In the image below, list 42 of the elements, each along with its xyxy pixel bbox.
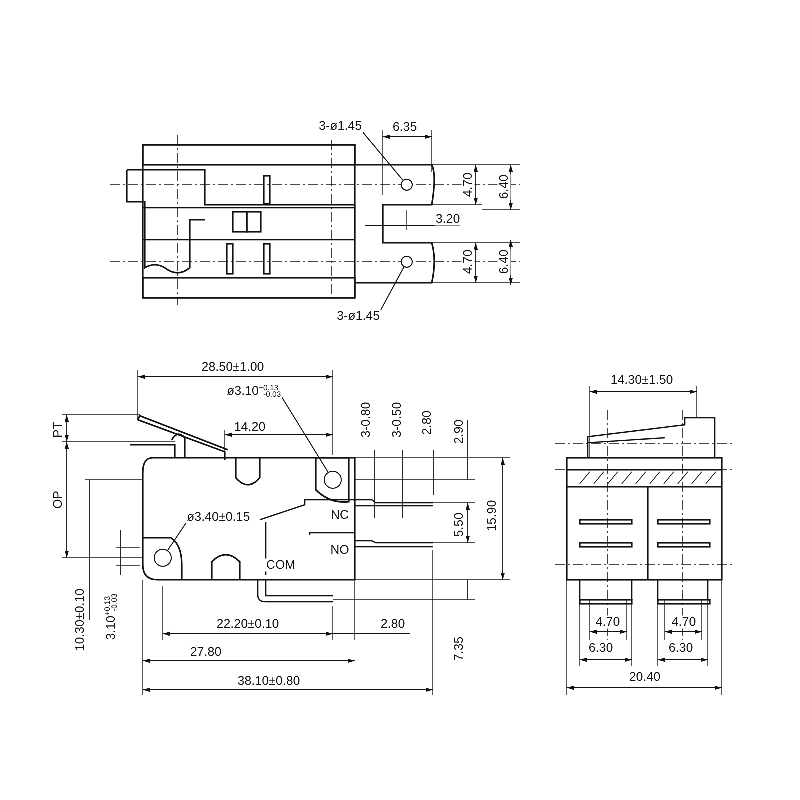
leader-line bbox=[380, 266, 405, 310]
dimension-label: 3-0.80 bbox=[360, 401, 372, 439]
dimension-label: 6.40 bbox=[498, 174, 510, 200]
dimension-label: 6.30 bbox=[668, 642, 694, 654]
terminal-label: NO bbox=[330, 544, 350, 556]
dimension-label: 6.35 bbox=[392, 120, 418, 134]
mounting-hole bbox=[401, 256, 413, 268]
dimension-label: 22.20±0.10 bbox=[216, 618, 280, 630]
dimension-label: PT bbox=[52, 421, 64, 439]
leader-line bbox=[362, 132, 404, 181]
dimension-label: 6.30 bbox=[588, 642, 614, 654]
mounting-hole bbox=[154, 549, 172, 567]
mounting-hole bbox=[401, 179, 413, 191]
dimension-label: 28.50±1.00 bbox=[200, 360, 266, 374]
dimension-label: 7.35 bbox=[452, 636, 466, 662]
dimension-label: 10.30±0.10 bbox=[74, 588, 86, 652]
dimension-label: 15.90 bbox=[486, 499, 498, 533]
dimension-label: 5.50 bbox=[452, 512, 466, 538]
callout-text: 3-ø1.45 bbox=[318, 120, 364, 132]
leader-line bbox=[168, 523, 186, 551]
dimension-label: 4.70 bbox=[462, 248, 474, 276]
dimension-label: 14.30±1.50 bbox=[610, 374, 674, 386]
dimension-label: 2.80 bbox=[420, 410, 434, 436]
dimension-label: 27.80 bbox=[189, 646, 223, 658]
dimension-label: OP bbox=[52, 490, 64, 510]
dimension-label: 20.40 bbox=[628, 670, 662, 684]
dimension-label: 4.70 bbox=[594, 616, 622, 628]
dimension-label: 3.20 bbox=[434, 212, 462, 226]
dimension-label: 14.20 bbox=[233, 420, 267, 434]
callout-text: ø3.40±0.15 bbox=[186, 511, 252, 524]
dimension-label: 2.80 bbox=[380, 618, 406, 630]
dimension-label: 4.70 bbox=[670, 616, 698, 628]
dimension-label: 4.70 bbox=[462, 172, 474, 198]
leader-line bbox=[282, 397, 329, 473]
dimension-label: 38.10±0.80 bbox=[236, 674, 302, 688]
dimension-label: 2.90 bbox=[452, 418, 466, 446]
terminal-label: COM bbox=[265, 558, 297, 572]
dimension-label: 3-0.50 bbox=[390, 401, 404, 439]
terminal-label: NC bbox=[330, 508, 350, 522]
mounting-hole bbox=[324, 471, 342, 489]
callout-text: 3-ø1.45 bbox=[336, 310, 382, 322]
dimension-label: 6.40 bbox=[498, 248, 510, 276]
